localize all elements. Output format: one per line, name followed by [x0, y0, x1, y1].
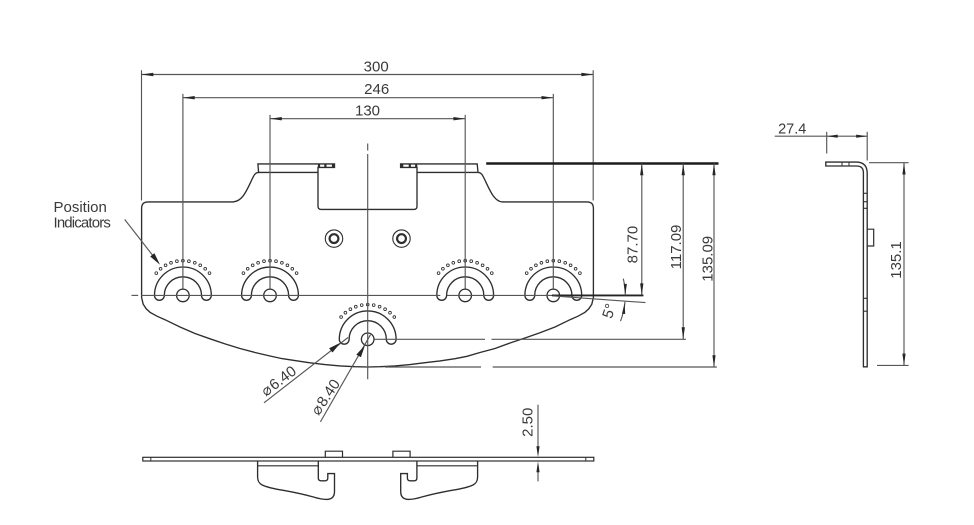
svg-text:130: 130 [355, 103, 380, 120]
svg-text:246: 246 [364, 81, 389, 98]
svg-text:300: 300 [364, 59, 389, 76]
svg-text:135.1: 135.1 [888, 241, 905, 279]
svg-text:⌀ 8.40: ⌀ 8.40 [308, 376, 344, 418]
svg-text:5°: 5° [599, 302, 620, 321]
svg-text:Position: Position [54, 199, 107, 216]
svg-text:2.50: 2.50 [519, 408, 536, 437]
svg-text:Indicators: Indicators [54, 215, 111, 232]
svg-text:27.4: 27.4 [778, 121, 806, 137]
svg-text:87.70: 87.70 [625, 226, 642, 264]
svg-text:⌀ 6.40: ⌀ 6.40 [258, 363, 300, 400]
svg-text:117.09: 117.09 [668, 225, 685, 270]
svg-text:135.09: 135.09 [699, 236, 716, 282]
